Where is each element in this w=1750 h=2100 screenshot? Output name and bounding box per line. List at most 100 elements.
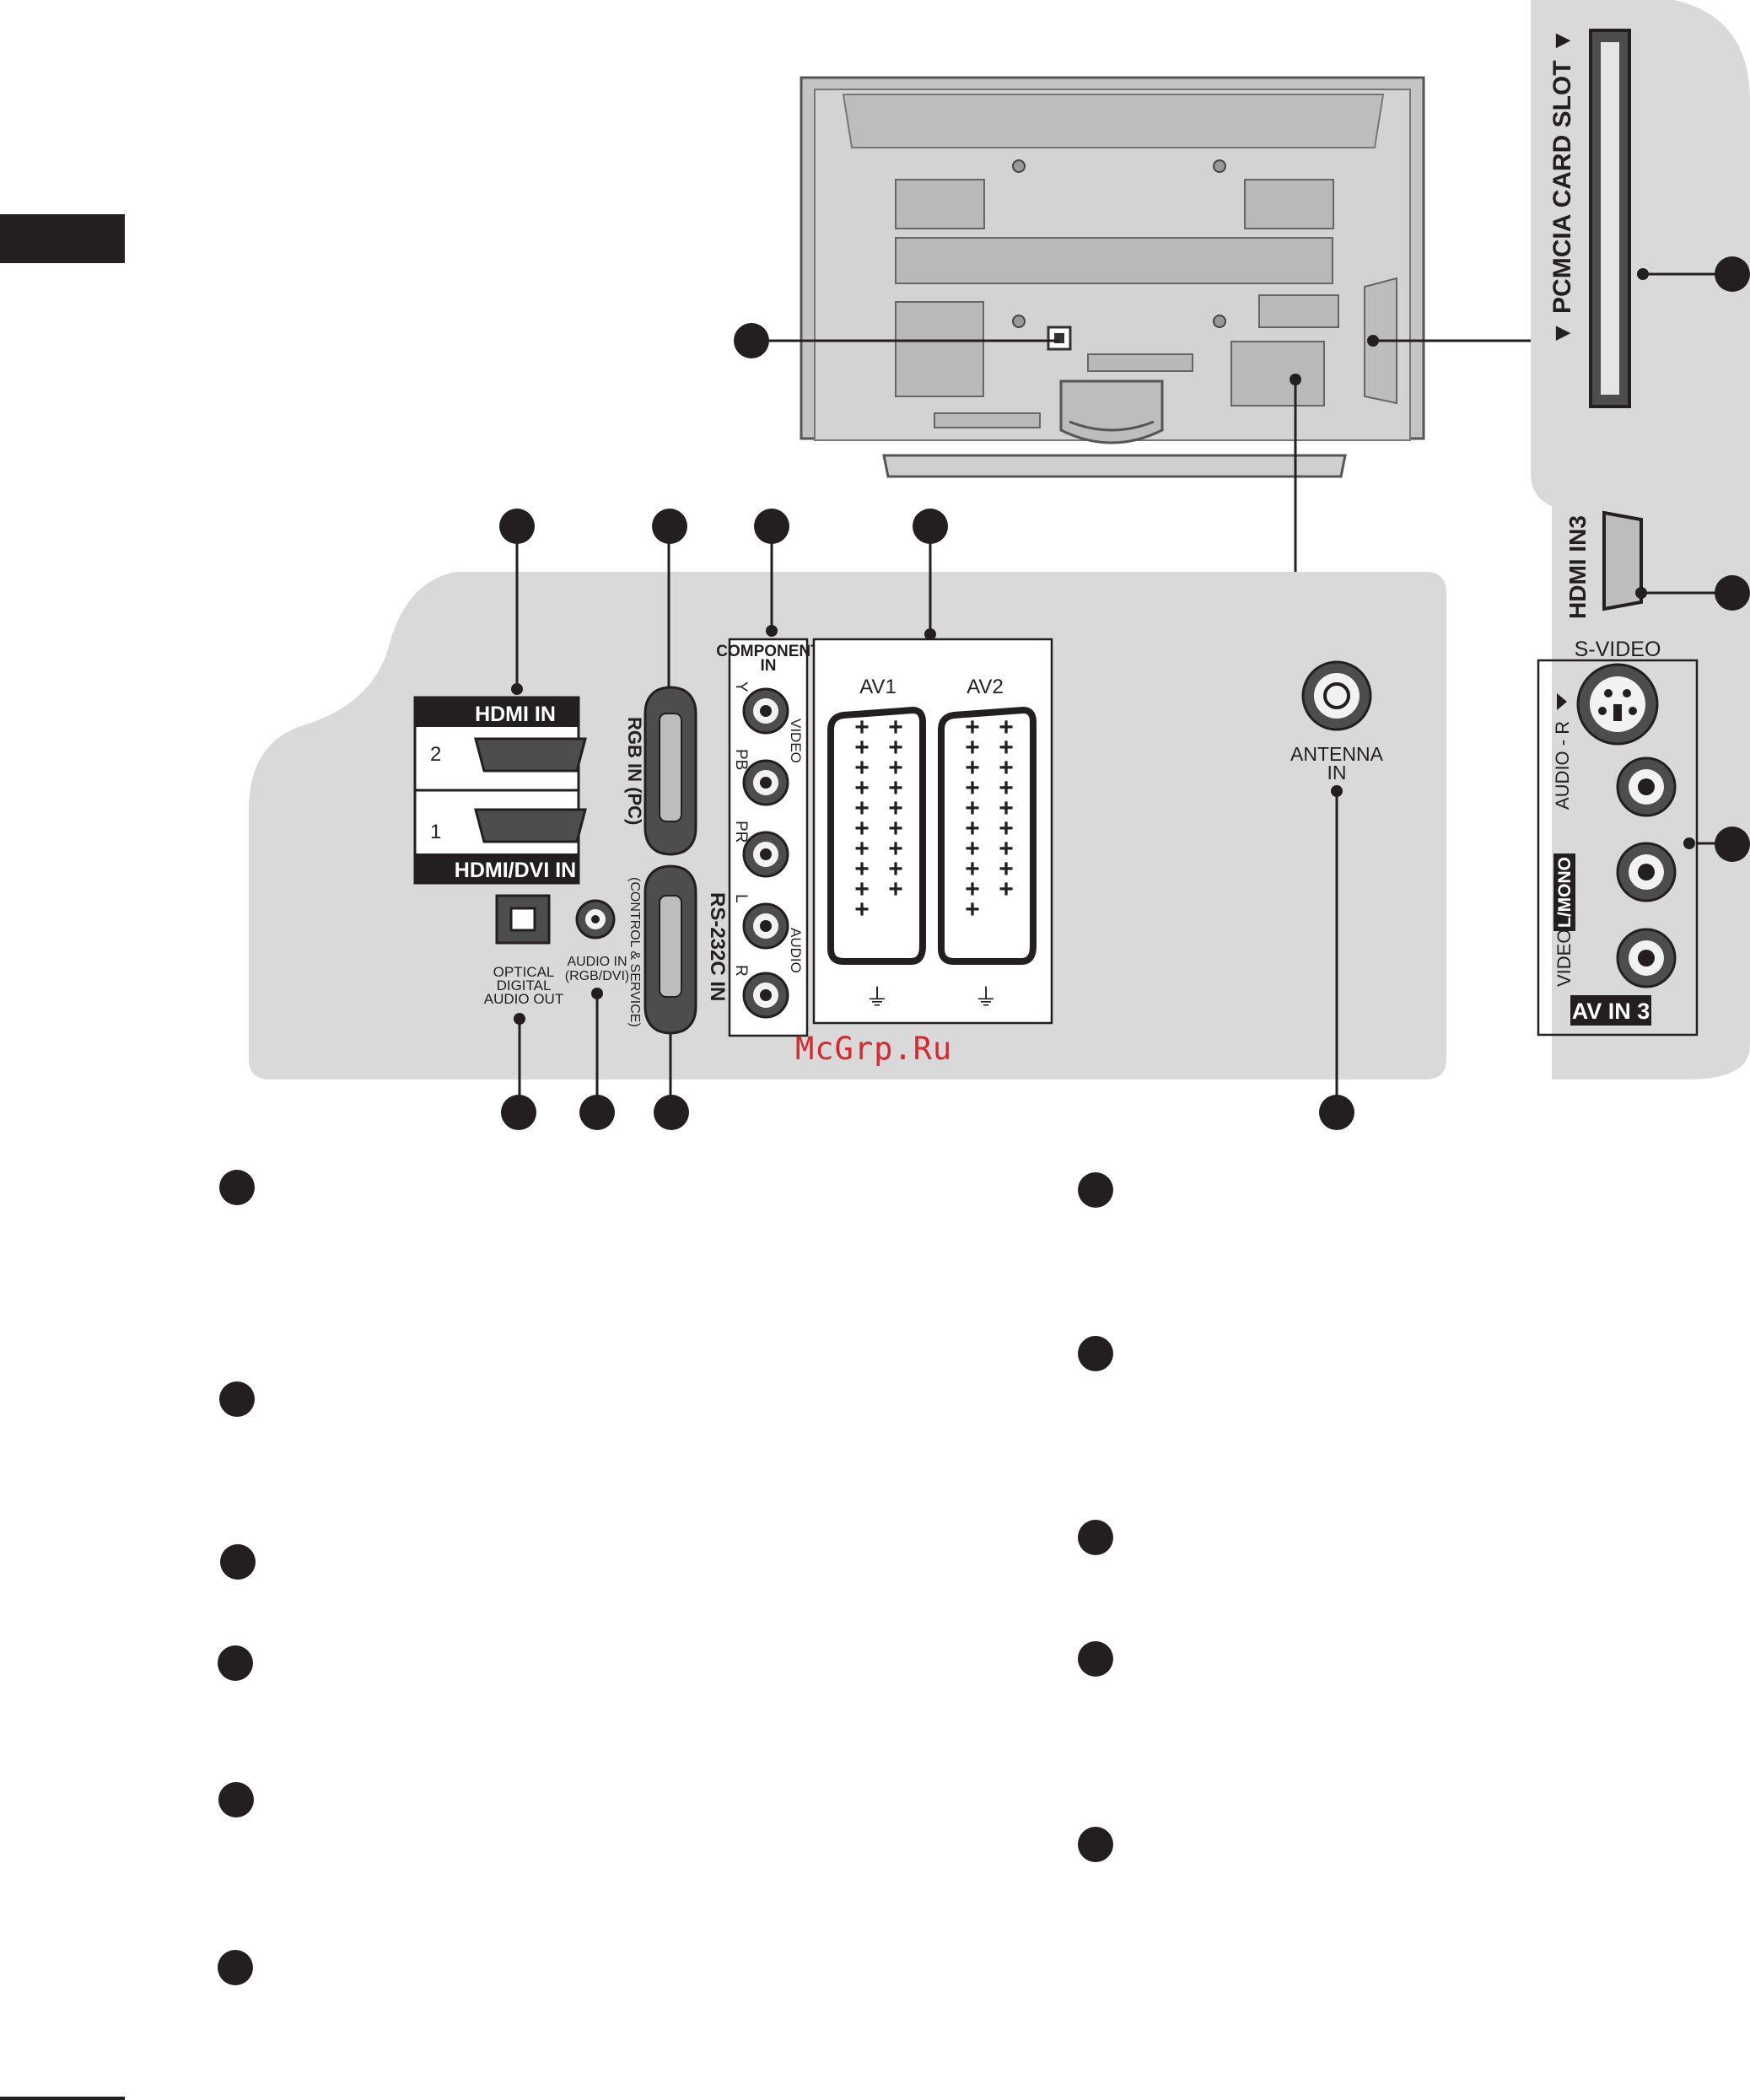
callout-dot-av-in3: [1715, 827, 1750, 862]
rear-panel: HDMI IN HDMI/DVI IN 2 1 OPTICAL DIGITAL …: [249, 572, 1446, 1080]
scart-pin: +: [965, 815, 980, 843]
scart-pin: +: [965, 896, 980, 923]
scart-pin: +: [999, 734, 1014, 762]
av1-ground-icon: ⏚: [865, 984, 889, 1010]
av2-label: AV2: [967, 676, 1004, 698]
scart-pin: +: [854, 875, 870, 903]
s-video-port: [1557, 663, 1659, 746]
hdmi-port-2-label: 2: [430, 743, 441, 766]
callout-dot-component: [754, 509, 789, 544]
callout-dot-scart: [913, 509, 948, 544]
scart-pin: +: [854, 835, 870, 863]
scart-pin: +: [888, 815, 903, 843]
scart-pin: +: [888, 855, 903, 883]
list-dot-right-1: [1078, 1172, 1113, 1208]
hdmi-dvi-in-label: HDMI/DVI IN: [455, 859, 576, 882]
component-y-label: Y: [732, 681, 750, 692]
scart-pin: +: [888, 774, 903, 802]
av2-scart-pins: +++++++++++++++++++: [965, 713, 1014, 923]
scart-pin: +: [965, 754, 980, 782]
av2-scart: [938, 706, 1037, 965]
tv-leader-lines: [751, 335, 1531, 572]
scart-pin: +: [854, 754, 870, 782]
pcmcia-label: ▼ PCMCIA CARD SLOT ▼: [1548, 28, 1576, 346]
tv-back-illustration: [800, 76, 1425, 478]
callout-dot-optical: [501, 1095, 536, 1130]
scart-pin: +: [854, 896, 870, 923]
av-in3-rca-ports: [1616, 757, 1677, 988]
list-dot-left-6: [218, 1950, 253, 1985]
scart-pin: +: [854, 713, 870, 741]
scart-pin: +: [965, 835, 980, 863]
component-label-2: IN: [761, 657, 777, 675]
scart-pin: +: [854, 734, 870, 762]
scart-pin: +: [888, 835, 903, 863]
scart-pin: +: [999, 713, 1014, 741]
callout-dot-hdmi: [499, 509, 535, 544]
side-video-label: VIDEO: [1553, 929, 1575, 987]
component-rca-ports: [742, 687, 789, 1019]
callout-dot-rs232c: [654, 1095, 689, 1130]
scart-pin: +: [854, 774, 870, 802]
scart-pin: +: [888, 875, 903, 903]
av1-scart-pins: +++++++++++++++++++: [854, 713, 903, 923]
s-video-label: S-VIDEO: [1575, 638, 1661, 661]
hdmi-in-label: HDMI IN: [475, 703, 556, 726]
scart-pin: +: [999, 754, 1014, 782]
callout-dot-audio-in: [579, 1095, 615, 1130]
side-l-mono-label: L/MONO: [1555, 857, 1575, 928]
hdmi-port-1-label: 1: [430, 821, 441, 843]
component-r-label: R: [732, 965, 750, 977]
panel-leader-lines: [515, 525, 1338, 1113]
scart-pin: +: [965, 713, 980, 741]
antenna-label-1: ANTENNA: [1290, 743, 1384, 765]
list-dot-right-2: [1078, 1336, 1113, 1371]
scart-pin: +: [999, 835, 1014, 863]
list-dot-left-2: [219, 1381, 255, 1417]
scart-pin: +: [888, 734, 903, 762]
callout-dot-antenna: [1319, 1095, 1354, 1130]
rs232c-label: RS-232C IN: [706, 892, 729, 1001]
audio-in-label-2: (RGB/DVI): [565, 969, 629, 983]
scart-pin: +: [854, 794, 870, 822]
callout-dot-pcmcia: [1715, 256, 1750, 292]
antenna-label-2: IN: [1327, 762, 1347, 783]
list-dot-left-3: [220, 1544, 256, 1580]
watermark: McGrp.Ru: [795, 1031, 953, 1067]
list-dot-right-3: [1078, 1520, 1113, 1555]
av1-label: AV1: [859, 676, 897, 698]
scart-pin: +: [888, 713, 903, 741]
scart-pin: +: [999, 815, 1014, 843]
av2-ground-icon: ⏚: [974, 984, 998, 1010]
component-pr-label: PR: [732, 821, 750, 843]
optical-label-2: DIGITAL: [497, 977, 552, 993]
scart-pin: +: [854, 855, 870, 883]
panel-leader-ends: [511, 625, 1343, 1025]
scart-pin: +: [965, 875, 980, 903]
list-dot-right-4: [1078, 1641, 1113, 1677]
scart-pin: +: [999, 794, 1014, 822]
side-audio-r-label: AUDIO - R: [1552, 721, 1573, 810]
component-l-label: L: [732, 894, 750, 903]
list-dot-left-4: [218, 1645, 253, 1681]
callout-dot-tv-port: [734, 323, 769, 358]
callout-dot-hdmi-in3: [1715, 575, 1750, 611]
component-pb-label: PB: [732, 749, 750, 770]
component-video-label: VIDEO: [788, 719, 804, 763]
list-dot-right-5: [1078, 1827, 1113, 1862]
scart-pin: +: [965, 794, 980, 822]
side-panel: ▼ PCMCIA CARD SLOT ▼ HDMI IN3 S-VIDEO: [1531, 0, 1750, 1080]
bottom-rule: [0, 2097, 125, 2100]
list-dot-left-1: [219, 1170, 255, 1205]
scart-pin: +: [888, 794, 903, 822]
section-tab: [0, 214, 125, 263]
rgb-in-label: RGB IN (PC): [624, 717, 645, 825]
rs232c-sub-label: (CONTROL & SERVICE): [627, 877, 642, 1027]
scart-pin: +: [999, 875, 1014, 903]
scart-pin: +: [965, 734, 980, 762]
scart-pin: +: [965, 855, 980, 883]
optical-label-1: OPTICAL: [493, 964, 555, 980]
av1-scart: [827, 706, 926, 965]
